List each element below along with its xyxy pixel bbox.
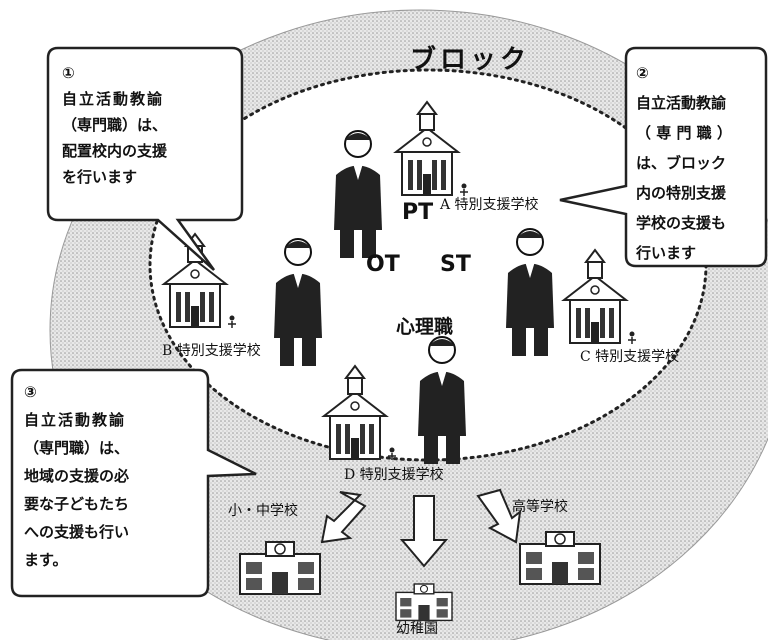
school-d-label: D 特別支援学校 [344, 467, 444, 483]
ot-label: OT [366, 252, 400, 277]
bubble-2-line: （ 専 門 職 ） [636, 124, 732, 142]
bubble-3-line: （専門職）は、 [24, 439, 130, 457]
bubble-2-line: 学校の支援も [636, 214, 727, 232]
bubble-2-line: は、ブロック [636, 154, 727, 172]
bubble-3-line: 自立活動教諭 [24, 411, 127, 429]
school-c-label: C 特別支援学校 [580, 349, 680, 365]
psych-label: 心理職 [396, 316, 454, 338]
arrow-to-elementary [320, 491, 367, 544]
bubble-2-shape [559, 46, 768, 268]
bubble-1-number: ① [62, 64, 75, 82]
bubble-3-line: ます。 [24, 551, 68, 569]
bubble-1-line: 自立活動教諭 [62, 90, 165, 108]
bubble-3-line: 地域の支援の必 [24, 467, 130, 485]
pt-label: PT [402, 200, 434, 225]
bubble-1-line: を行います [62, 168, 138, 186]
bubble-1-text: ① 自立活動教諭 （専門職）は、 配置校内の支援 を行います [62, 60, 167, 190]
arrow-to-kindergarten [399, 495, 449, 568]
arrow-to-high [476, 488, 522, 544]
bubble-2-number: ② [636, 64, 649, 82]
bubble-3-line: 要な子どもたち [24, 495, 130, 513]
school-a-label: A 特別支援学校 [440, 197, 539, 213]
bubble-3-text: ③ 自立活動教諭 （専門職）は、 地域の支援の必 要な子どもたち への支援も行い… [24, 378, 129, 574]
bubble-2-line: 行います [636, 244, 697, 262]
diagram-title: ブロック [410, 44, 530, 75]
bubble-2-text: ② 自立活動教諭 （ 専 門 職 ） は、ブロック 内の特別支援 学校の支援も … [636, 58, 732, 268]
bubble-2-line: 内の特別支援 [636, 184, 727, 202]
elementary-middle-school-label: 小・中学校 [228, 503, 298, 519]
bubble-2-line: 自立活動教諭 [636, 94, 727, 112]
bubble-3-line: への支援も行い [24, 523, 130, 541]
bubble-3-shape [10, 368, 257, 598]
bubble-3-number: ③ [24, 383, 37, 401]
st-label: ST [440, 252, 471, 277]
bubble-1-line: 配置校内の支援 [62, 142, 168, 160]
high-school-label: 高等学校 [512, 499, 568, 515]
bubble-1-shape [46, 46, 244, 271]
kindergarten-label: 幼稚園 [396, 621, 438, 637]
school-b-label: B 特別支援学校 [162, 343, 261, 359]
bubble-1-line: （専門職）は、 [62, 116, 168, 134]
